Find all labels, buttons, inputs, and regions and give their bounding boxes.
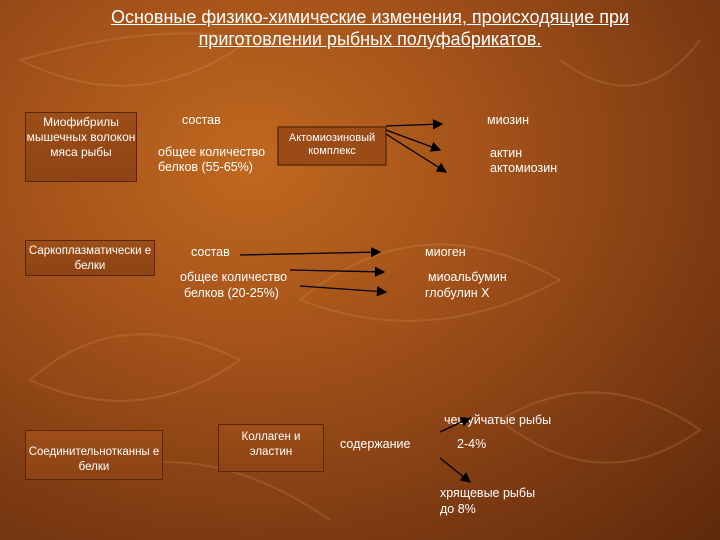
myoalbumin-label: миоальбумин (428, 270, 507, 284)
collagen-box: Коллаген и эластин (218, 424, 324, 472)
myofibril-total-label: общее количество (158, 145, 266, 159)
myogen-label: миоген (425, 245, 466, 259)
actomyosin-label: актомиозин (490, 161, 558, 175)
sarcoplasmic-label: Саркоплазматически е белки (28, 245, 152, 272)
myofibril-label: Миофибрилы мышечных волокон мяса рыбы (26, 115, 136, 159)
collagen-label: Коллаген и эластин (241, 431, 301, 458)
sarcoplasmic-total-label: общее количество (180, 270, 288, 284)
arrow-to-actin (385, 129, 442, 152)
actin-label: актин (490, 146, 523, 160)
actomyosin-complex-label-overlay: Актомиозиновый комплекс (288, 132, 376, 157)
actomyosin-box-outline (277, 126, 387, 166)
connective-box: Соединительнотканны е белки (25, 430, 163, 480)
myosin-label: миозин (487, 113, 530, 127)
arrow-to-scaly (439, 417, 472, 433)
sarcoplasmic-total-value: белков (20-25%) (184, 286, 279, 300)
myofibril-composition-label: состав (182, 113, 221, 127)
arrow-to-myogen (239, 246, 382, 258)
connective-label: Соединительнотканны е белки (28, 446, 160, 473)
globulin-label: глобулин Х (425, 286, 490, 300)
content-label: содержание (340, 437, 411, 451)
sarcoplasmic-composition-label: состав (191, 245, 230, 259)
sarcoplasmic-box: Саркоплазматически е белки (25, 240, 155, 276)
arrow-to-globulin (299, 285, 388, 297)
myofibril-total-value: белков (55-65%) (158, 160, 253, 174)
page-title: Основные физико-химические изменения, пр… (110, 7, 630, 49)
arrow-to-cartilaginous (439, 457, 472, 483)
arrow-to-myosin (385, 119, 444, 130)
content-value: 2-4% (457, 437, 487, 451)
arrow-to-actomyosin (385, 133, 448, 173)
arrow-to-myoalbumin (289, 266, 386, 278)
cartilaginous-fish-label: хрящевые рыбы (440, 486, 536, 500)
cartilaginous-fish-value: до 8% (440, 502, 476, 516)
myofibril-box: Миофибрилы мышечных волокон мяса рыбы (25, 112, 137, 182)
